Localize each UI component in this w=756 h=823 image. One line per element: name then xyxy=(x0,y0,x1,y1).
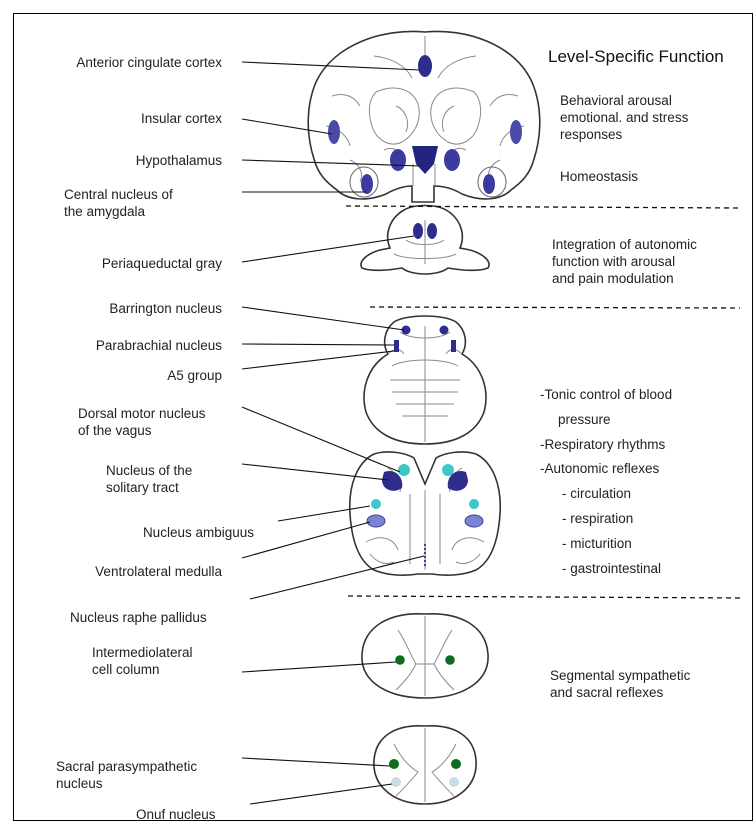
hypothalamus-marker xyxy=(412,146,438,174)
function-spinal: Segmental sympathetic and sacral reflexe… xyxy=(550,668,691,700)
amygdala-right-ring xyxy=(477,166,507,198)
divider-medulla-spinal xyxy=(347,595,745,599)
label-dmnv: Dorsal motor nucleus of the vagus xyxy=(78,406,206,438)
spinal-thoracic-section xyxy=(361,613,489,699)
label-iml: Intermediolateral cell column xyxy=(92,645,193,677)
function-medulla-4: -Autonomic reflexes xyxy=(540,461,660,476)
label-pag: Periaqueductal gray xyxy=(101,256,222,271)
leader-hypothalamus xyxy=(241,159,421,167)
function-midbrain: Integration of autonomic function with a… xyxy=(552,237,697,286)
dmnv-right-marker xyxy=(447,470,468,491)
function-medulla-1: -Tonic control of blood xyxy=(540,387,673,402)
onuf-left-marker xyxy=(391,777,401,787)
function-homeostasis: Homeostasis xyxy=(560,169,639,184)
label-vlm: Ventrolateral medulla xyxy=(95,564,222,579)
figure-title: Level-Specific Function xyxy=(548,47,724,66)
leader-barrington xyxy=(241,306,405,331)
amygdala-left-ring xyxy=(349,166,379,198)
divider-midbrain-pons xyxy=(369,306,741,309)
label-ambiguus: Nucleus ambiguus xyxy=(142,525,254,540)
onuf-right-marker xyxy=(449,777,459,787)
figure-frame: Level-Specific Function Anterior cingula… xyxy=(13,13,753,821)
parabrachial-right-marker xyxy=(451,340,456,352)
label-nts: Nucleus of the solitary tract xyxy=(106,463,193,495)
function-forebrain: Behavioral arousal emotional. and stress… xyxy=(560,93,689,142)
barrington-right-marker xyxy=(439,325,449,335)
barrington-left-marker xyxy=(401,325,411,335)
label-sacral-para: Sacral parasympathetic nucleus xyxy=(56,759,198,791)
forebrain-outline xyxy=(307,30,541,203)
function-medulla-3: -Respiratory rhythms xyxy=(540,437,666,452)
leader-pag xyxy=(241,235,415,263)
function-medulla-6: - respiration xyxy=(562,511,634,526)
amygdala-left-marker xyxy=(361,174,373,194)
leader-a5 xyxy=(241,350,395,370)
iml-right-marker xyxy=(445,655,455,665)
label-a5: A5 group xyxy=(167,368,222,383)
label-insular: Insular cortex xyxy=(140,111,222,126)
label-raphe: Nucleus raphe pallidus xyxy=(70,610,207,625)
function-medulla-5: - circulation xyxy=(562,486,632,501)
neuroanatomy-diagram xyxy=(241,30,745,805)
hypothalamus-left-marker xyxy=(390,149,406,171)
ambiguus-left-marker xyxy=(371,499,381,509)
leader-anterior-cingulate xyxy=(241,61,421,71)
leader-ambiguus xyxy=(277,505,371,522)
leader-raphe xyxy=(249,555,425,600)
amygdala-right-marker xyxy=(483,174,495,194)
function-medulla-2: pressure xyxy=(558,412,611,427)
pons-section xyxy=(363,315,487,445)
pag-right-marker xyxy=(427,223,437,239)
nts-right-marker xyxy=(442,464,454,476)
divider-forebrain-midbrain xyxy=(345,205,741,209)
vlm-right-marker xyxy=(464,514,484,528)
insular-left-marker xyxy=(328,120,340,144)
parabrachial-left-marker xyxy=(394,340,399,352)
ambiguus-right-marker xyxy=(469,499,479,509)
sacral-para-right-marker xyxy=(451,759,461,769)
leader-insular xyxy=(241,118,333,135)
function-medulla-8: - gastrointestinal xyxy=(562,561,662,576)
midbrain-section xyxy=(360,204,490,275)
leader-sacral-para xyxy=(241,757,391,767)
sacral-para-left-marker xyxy=(389,759,399,769)
function-medulla-7: - micturition xyxy=(562,536,632,551)
label-anterior-cingulate: Anterior cingulate cortex xyxy=(76,55,222,70)
leader-dmnv xyxy=(241,406,401,473)
leader-iml xyxy=(241,661,397,673)
leader-vlm xyxy=(241,521,371,559)
iml-left-marker xyxy=(395,655,405,665)
label-barrington: Barrington nucleus xyxy=(109,301,222,316)
dmnv-left-marker xyxy=(382,470,403,491)
vlm-left-marker xyxy=(366,514,386,528)
anterior-cingulate-marker xyxy=(418,55,432,77)
leader-parabrachial xyxy=(241,343,395,346)
label-parabrachial: Parabrachial nucleus xyxy=(95,338,222,353)
label-hypothalamus: Hypothalamus xyxy=(135,153,222,168)
forebrain-section xyxy=(307,30,541,203)
leader-nts xyxy=(241,463,389,481)
pag-left-marker xyxy=(413,223,423,239)
nts-left-marker xyxy=(398,464,410,476)
label-onuf: Onuf nucleus xyxy=(136,807,216,821)
leader-onuf xyxy=(249,783,393,805)
hypothalamus-right-marker xyxy=(444,149,460,171)
label-amygdala: Central nucleus of the amygdala xyxy=(64,187,173,219)
insular-right-marker xyxy=(510,120,522,144)
